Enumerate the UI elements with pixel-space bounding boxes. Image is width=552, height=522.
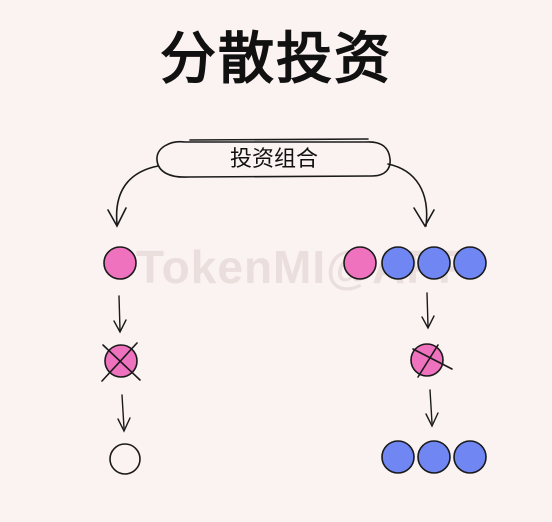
- arrow-left-2: [117, 394, 131, 433]
- arrow-to-right: [387, 163, 435, 228]
- arrow-right-1: [421, 292, 435, 330]
- left-crossed-pink-circle: [101, 342, 141, 382]
- right-crossed-pink-circle: [410, 343, 453, 378]
- left-top-pink-circle: [103, 246, 137, 280]
- right-blue-circle-2: [417, 246, 451, 280]
- right-pink-circle: [343, 246, 377, 280]
- portfolio-label: 投资组合: [229, 147, 318, 172]
- right-bottom-blue-circle-1: [381, 440, 415, 474]
- right-top-circles: [343, 246, 487, 280]
- portfolio-pill: [156, 138, 391, 178]
- page-title: 分散投资: [160, 27, 392, 92]
- right-bottom-blue-circle-3: [453, 440, 487, 474]
- arrow-to-left: [107, 165, 159, 228]
- right-bottom-blue-circle-2: [417, 440, 451, 474]
- right-bottom-circles: [381, 440, 487, 474]
- left-empty-circle: [109, 443, 141, 475]
- right-blue-circle-1: [381, 246, 415, 280]
- arrow-left-1: [113, 295, 127, 334]
- arrow-right-2: [425, 389, 439, 428]
- right-blue-circle-3: [453, 246, 487, 280]
